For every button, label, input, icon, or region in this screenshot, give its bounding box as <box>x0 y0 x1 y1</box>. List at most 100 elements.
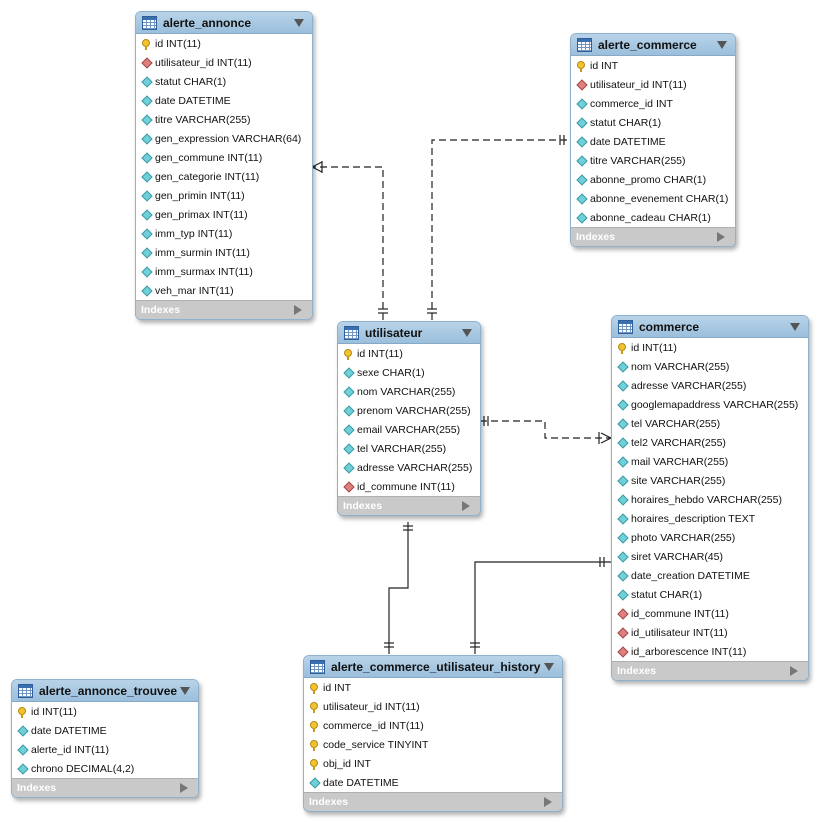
column-row[interactable]: titre VARCHAR(255) <box>571 151 735 170</box>
column-row[interactable]: adresse VARCHAR(255) <box>338 458 480 477</box>
column-row[interactable]: photo VARCHAR(255) <box>612 528 808 547</box>
foreign-key-icon <box>343 482 353 492</box>
indexes-bar[interactable]: Indexes <box>12 778 198 797</box>
column-row[interactable]: gen_categorie INT(11) <box>136 167 312 186</box>
column-row[interactable]: statut CHAR(1) <box>571 113 735 132</box>
column-row[interactable]: abonne_cadeau CHAR(1) <box>571 208 735 227</box>
column-row[interactable]: id_utilisateur INT(11) <box>612 623 808 642</box>
table-alerte-annonce-trouvee[interactable]: alerte_annonce_trouvee id INT(11)date DA… <box>11 679 199 798</box>
column-row[interactable]: horaires_hebdo VARCHAR(255) <box>612 490 808 509</box>
table-alerte-commerce[interactable]: alerte_commerce id INT utilisateur_id INT… <box>570 33 736 247</box>
column-row[interactable]: gen_primin INT(11) <box>136 186 312 205</box>
column-row[interactable]: prenom VARCHAR(255) <box>338 401 480 420</box>
table-header[interactable]: alerte_commerce_utilisateur_history <box>304 656 562 678</box>
column-row[interactable]: date DATETIME <box>304 773 562 792</box>
column-row[interactable]: date_creation DATETIME <box>612 566 808 585</box>
expand-indexes-arrow-icon[interactable] <box>294 305 302 315</box>
column-row[interactable]: tel VARCHAR(255) <box>612 414 808 433</box>
column-row[interactable]: id INT(11) <box>12 702 198 721</box>
column-row[interactable]: abonne_evenement CHAR(1) <box>571 189 735 208</box>
expand-indexes-arrow-icon[interactable] <box>790 666 798 676</box>
column-row[interactable]: sexe CHAR(1) <box>338 363 480 382</box>
column-row[interactable]: site VARCHAR(255) <box>612 471 808 490</box>
column-row[interactable]: id INT(11) <box>612 338 808 357</box>
column-row[interactable]: siret VARCHAR(45) <box>612 547 808 566</box>
expand-indexes-arrow-icon[interactable] <box>462 501 470 511</box>
column-row[interactable]: veh_mar INT(11) <box>136 281 312 300</box>
column-row[interactable]: utilisateur_id INT(11) <box>571 75 735 94</box>
column-row[interactable]: id INT <box>304 678 562 697</box>
indexes-label: Indexes <box>617 665 657 677</box>
column-row[interactable]: tel VARCHAR(255) <box>338 439 480 458</box>
indexes-bar[interactable]: Indexes <box>136 300 312 319</box>
primary-key-icon <box>141 38 151 50</box>
table-alerte-commerce-utilisateur-history[interactable]: alerte_commerce_utilisateur_history id I… <box>303 655 563 812</box>
column-row[interactable]: horaires_description TEXT <box>612 509 808 528</box>
column-row[interactable]: gen_commune INT(11) <box>136 148 312 167</box>
column-row[interactable]: googlemapaddress VARCHAR(255) <box>612 395 808 414</box>
column-row[interactable]: imm_surmax INT(11) <box>136 262 312 281</box>
column-row[interactable]: id INT(11) <box>338 344 480 363</box>
table-header[interactable]: alerte_commerce <box>571 34 735 56</box>
table-header[interactable]: alerte_annonce_trouvee <box>12 680 198 702</box>
indexes-bar[interactable]: Indexes <box>612 661 808 680</box>
column-row[interactable]: commerce_id INT(11) <box>304 716 562 735</box>
expand-indexes-arrow-icon[interactable] <box>180 783 188 793</box>
column-row[interactable]: email VARCHAR(255) <box>338 420 480 439</box>
column-label: id INT <box>590 59 619 72</box>
column-row[interactable]: code_service TINYINT <box>304 735 562 754</box>
column-row[interactable]: tel2 VARCHAR(255) <box>612 433 808 452</box>
indexes-bar[interactable]: Indexes <box>304 792 562 811</box>
table-header[interactable]: utilisateur <box>338 322 480 344</box>
column-row[interactable]: nom VARCHAR(255) <box>612 357 808 376</box>
column-row[interactable]: titre VARCHAR(255) <box>136 110 312 129</box>
column-row[interactable]: date DATETIME <box>12 721 198 740</box>
collapse-arrow-icon[interactable] <box>462 329 472 337</box>
column-row[interactable]: id_arborescence INT(11) <box>612 642 808 661</box>
column-row[interactable]: imm_typ INT(11) <box>136 224 312 243</box>
column-row[interactable]: commerce_id INT <box>571 94 735 113</box>
column-row[interactable]: adresse VARCHAR(255) <box>612 376 808 395</box>
table-header[interactable]: alerte_annonce <box>136 12 312 34</box>
column-row[interactable]: mail VARCHAR(255) <box>612 452 808 471</box>
collapse-arrow-icon[interactable] <box>544 663 554 671</box>
table-utilisateur[interactable]: utilisateur id INT(11)sexe CHAR(1)nom VA… <box>337 321 481 516</box>
column-row[interactable]: id INT(11) <box>136 34 312 53</box>
collapse-arrow-icon[interactable] <box>790 323 800 331</box>
expand-indexes-arrow-icon[interactable] <box>544 797 552 807</box>
indexes-bar[interactable]: Indexes <box>338 496 480 515</box>
column-label: veh_mar INT(11) <box>155 284 234 297</box>
column-row[interactable]: imm_surmin INT(11) <box>136 243 312 262</box>
column-row[interactable]: date DATETIME <box>571 132 735 151</box>
column-row[interactable]: utilisateur_id INT(11) <box>304 697 562 716</box>
column-row[interactable]: nom VARCHAR(255) <box>338 382 480 401</box>
column-row[interactable]: abonne_promo CHAR(1) <box>571 170 735 189</box>
table-alerte-annonce[interactable]: alerte_annonce id INT(11)utilisateur_id … <box>135 11 313 320</box>
collapse-arrow-icon[interactable] <box>180 687 190 695</box>
column-row[interactable]: obj_id INT <box>304 754 562 773</box>
column-row[interactable]: statut CHAR(1) <box>612 585 808 604</box>
column-icon <box>343 425 353 435</box>
column-row[interactable]: utilisateur_id INT(11) <box>136 53 312 72</box>
column-row[interactable]: gen_primax INT(11) <box>136 205 312 224</box>
table-header[interactable]: commerce <box>612 316 808 338</box>
table-icon <box>142 15 157 30</box>
marker-one-utilisateur-top-left <box>378 308 388 314</box>
column-label: chrono DECIMAL(4,2) <box>31 762 135 775</box>
column-row[interactable]: statut CHAR(1) <box>136 72 312 91</box>
column-row[interactable]: date DATETIME <box>136 91 312 110</box>
collapse-arrow-icon[interactable] <box>294 19 304 27</box>
column-row[interactable]: id INT <box>571 56 735 75</box>
column-row[interactable]: gen_expression VARCHAR(64) <box>136 129 312 148</box>
column-row[interactable]: alerte_id INT(11) <box>12 740 198 759</box>
expand-indexes-arrow-icon[interactable] <box>717 232 725 242</box>
column-row[interactable]: chrono DECIMAL(4,2) <box>12 759 198 778</box>
column-row[interactable]: id_commune INT(11) <box>338 477 480 496</box>
column-icon <box>576 118 586 128</box>
indexes-bar[interactable]: Indexes <box>571 227 735 246</box>
column-row[interactable]: id_commune INT(11) <box>612 604 808 623</box>
collapse-arrow-icon[interactable] <box>717 41 727 49</box>
table-commerce[interactable]: commerce id INT(11)nom VARCHAR(255)adres… <box>611 315 809 681</box>
